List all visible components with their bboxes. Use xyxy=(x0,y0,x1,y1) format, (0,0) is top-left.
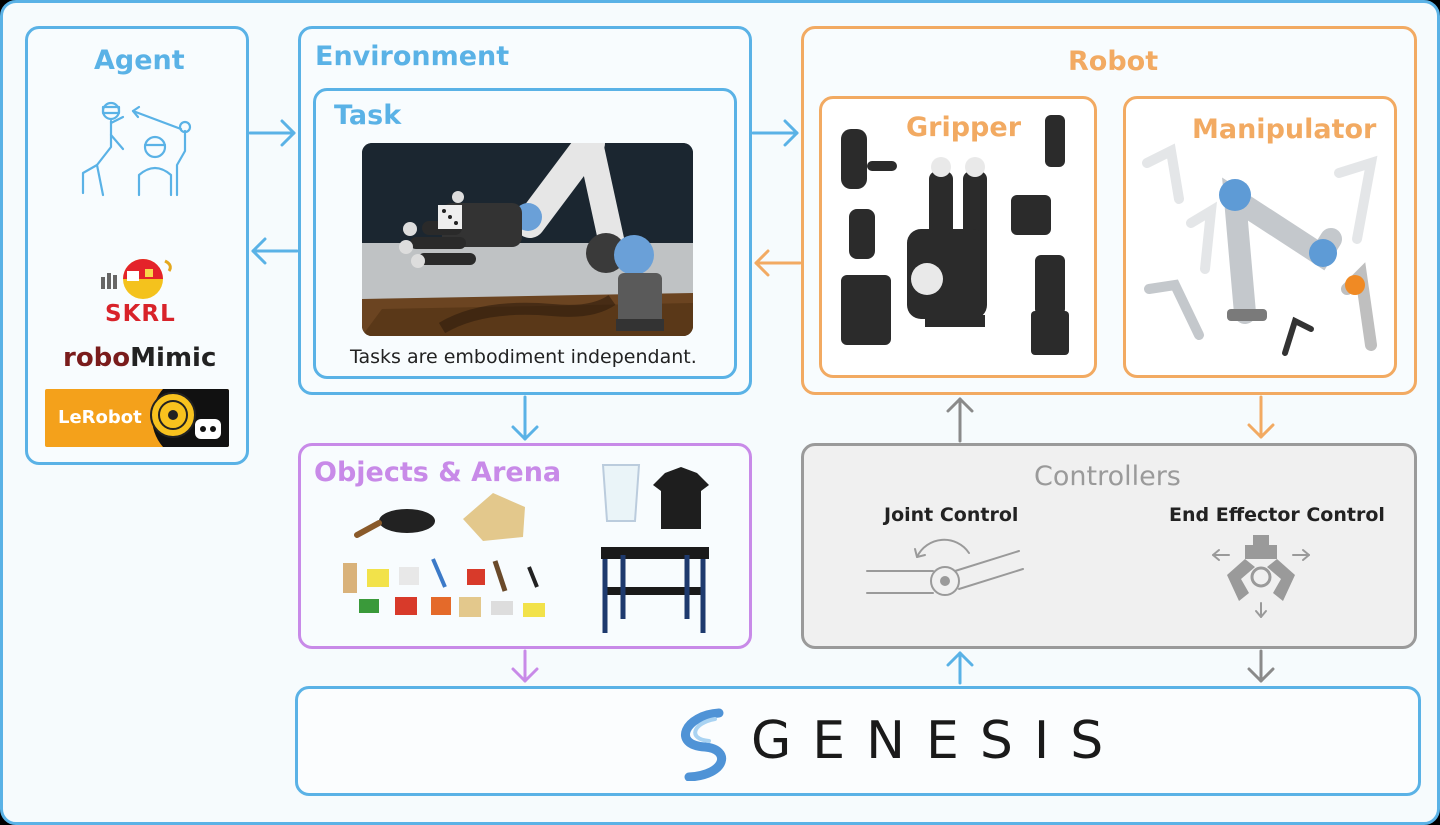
controllers-box: Controllers Joint Control End Effector C… xyxy=(801,443,1417,649)
robot-title: Robot xyxy=(1068,46,1159,77)
task-simulation-render xyxy=(362,143,693,336)
skrl-label: SKRL xyxy=(105,301,176,327)
skrl-logo-icon xyxy=(101,259,172,299)
joint-control-label: Joint Control xyxy=(884,504,1019,526)
joint-control-icon xyxy=(866,538,1024,596)
manipulator-arms-icon xyxy=(1142,143,1378,356)
lerobot-label: LeRobot xyxy=(58,407,142,428)
lerobot-logo: LeRobot xyxy=(45,389,229,447)
genesis-wordmark: GENESIS xyxy=(751,711,1125,771)
genesis-logo-icon xyxy=(681,708,727,781)
task-caption: Tasks are embodiment independant. xyxy=(350,346,697,368)
end-effector-control-icon xyxy=(1212,535,1310,618)
end-effector-control-label: End Effector Control xyxy=(1169,504,1385,526)
robomimic-text-b: Mimic xyxy=(130,343,217,373)
agent-title: Agent xyxy=(94,45,185,76)
manipulator-box: Manipulator xyxy=(1123,96,1397,378)
objects-collection-icon xyxy=(343,464,709,633)
genesis-engine-box xyxy=(295,686,1421,796)
controllers-title: Controllers xyxy=(1034,461,1181,492)
lerobot-mascot-icon xyxy=(150,389,229,447)
manipulator-title: Manipulator xyxy=(1192,114,1377,145)
robomimic-logo: roboMimic xyxy=(63,343,216,373)
task-title: Task xyxy=(334,100,402,131)
flow-arrows xyxy=(248,119,1275,685)
gripper-title: Gripper xyxy=(906,112,1022,143)
teleoperation-icon xyxy=(81,101,192,197)
gripper-hands-icon xyxy=(841,115,1069,355)
objects-arena-title: Objects & Arena xyxy=(314,457,562,488)
environment-title: Environment xyxy=(315,41,510,72)
robomimic-text-a: robo xyxy=(63,343,131,373)
